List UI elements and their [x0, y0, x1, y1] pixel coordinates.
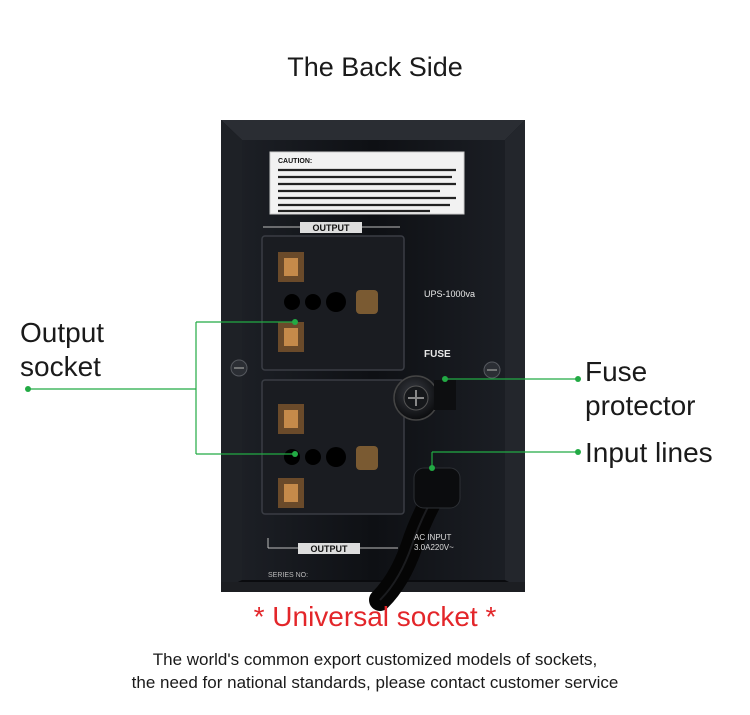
- ac-input-label-2: 3.0A220V~: [414, 543, 454, 552]
- callout-output-socket-line1: Output: [20, 317, 105, 348]
- callout-input-lines: Input lines: [585, 437, 713, 468]
- caution-label: CAUTION:: [269, 151, 465, 215]
- output-label-bottom: OUTPUT: [311, 544, 349, 554]
- universal-socket-top: [278, 252, 378, 352]
- universal-socket-heading: * Universal socket *: [253, 601, 497, 632]
- screw-left: [230, 359, 248, 377]
- description-line-1: The world's common export customized mod…: [152, 650, 598, 669]
- callout-lines: [28, 321, 578, 468]
- output-label-top: OUTPUT: [313, 223, 351, 233]
- series-no-label: SERIES NO:: [268, 572, 308, 579]
- universal-socket-bottom: [278, 404, 378, 508]
- callout-output-socket-line2: socket: [20, 351, 101, 382]
- fuse-label: FUSE: [424, 349, 451, 360]
- callout-fuse-line1: Fuse: [585, 356, 648, 387]
- description-line-2: the need for national standards, please …: [131, 673, 619, 692]
- callout-dots: [25, 319, 581, 471]
- page-title: The Back Side: [287, 52, 463, 82]
- callout-output-socket: Output socket: [20, 316, 104, 384]
- model-label: UPS-1000va: [424, 289, 475, 299]
- caution-heading: CAUTION:: [278, 158, 312, 165]
- caution-text-lines: [278, 168, 456, 213]
- screw-right: [483, 361, 501, 379]
- fuse-knob: [393, 375, 456, 421]
- output-label-bottom-group: OUTPUT SERIES NO:: [267, 538, 398, 579]
- callout-fuse-line2: protector: [585, 390, 696, 421]
- callout-fuse-protector: Fuse protector: [585, 355, 696, 423]
- ac-input-label-1: AC INPUT: [414, 533, 451, 542]
- input-power-cable: [369, 467, 461, 611]
